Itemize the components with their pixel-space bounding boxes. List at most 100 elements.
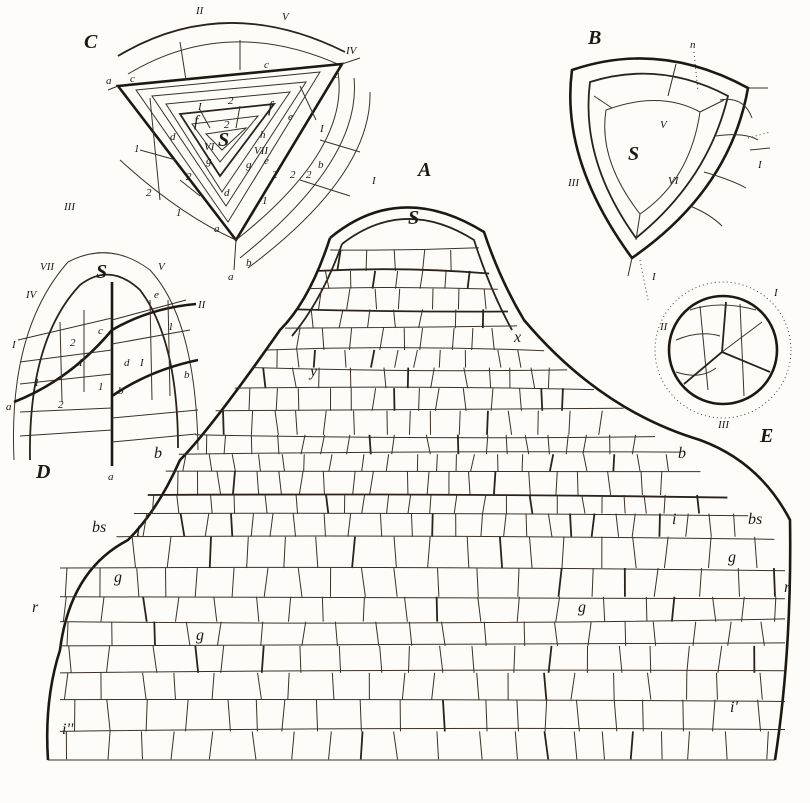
c-n6: 2 [272, 169, 278, 181]
c-i3: I [371, 175, 377, 187]
cell-wall [480, 731, 483, 759]
cell-wall [619, 646, 622, 673]
cell-wall-row [116, 536, 774, 539]
cell-wall [423, 250, 425, 271]
a-i-prime: i' [730, 699, 738, 716]
d-n6: 1 [78, 357, 84, 369]
cell-wall [458, 435, 459, 454]
c-f1: f [194, 113, 201, 130]
cell-wall [174, 673, 176, 700]
c-c1: c [130, 73, 135, 85]
cell-wall [574, 731, 577, 759]
cell-wall [282, 454, 284, 471]
cell-wall [221, 646, 224, 673]
cell-wall [602, 731, 604, 759]
d-n4: 1 [98, 381, 104, 393]
d-i2: I [139, 357, 145, 369]
cell-wall [637, 454, 640, 471]
cell-wall [154, 622, 155, 646]
figure-label-c: C [84, 31, 98, 53]
cell-wall [408, 646, 409, 673]
cell-wall [529, 471, 531, 495]
cell-wall [437, 597, 438, 622]
cell-wall-row [60, 619, 785, 623]
c-g2: g [246, 159, 252, 171]
cell-wall [153, 646, 157, 673]
a-r-right: r [784, 579, 791, 596]
cell-wall [322, 597, 323, 622]
cell-wall [484, 289, 486, 310]
cell-wall [562, 388, 563, 411]
cell-wall [716, 673, 717, 700]
c-b1: b [318, 159, 324, 171]
cell-wall [258, 673, 262, 700]
cell-wall-row [60, 728, 785, 731]
cell-wall [517, 700, 519, 732]
cell-wall [463, 388, 466, 411]
panel-c-triangular-section [108, 23, 370, 270]
cell-wall [526, 514, 527, 537]
cell-wall [210, 537, 211, 568]
cell-wall [380, 328, 384, 350]
cell-wall [214, 597, 217, 622]
cell-wall-row [296, 309, 508, 311]
cell-wall-row [235, 387, 594, 389]
cell-wall [366, 250, 367, 271]
cell-wall [664, 537, 668, 568]
a-b-right: b [678, 445, 686, 462]
cell-wall [437, 454, 438, 471]
cell-wall [347, 289, 350, 310]
cell-wall [468, 271, 470, 289]
cell-wall [437, 731, 439, 759]
d-e: e [154, 289, 159, 301]
cell-wall [583, 454, 586, 471]
cell-wall [672, 597, 674, 622]
cell-wall-row [60, 597, 785, 599]
a-b-left: b [154, 445, 162, 462]
cell-wall [632, 514, 635, 537]
cell-wall [477, 568, 478, 597]
cell-wall [300, 646, 301, 673]
cell-wall [361, 568, 365, 597]
cell-wall [439, 350, 440, 368]
cell-wall [106, 646, 109, 673]
cell-wall [518, 350, 521, 368]
cell-wall [302, 622, 306, 646]
c-n5: 2 [186, 171, 192, 183]
cell-wall [632, 435, 635, 454]
cell-wall [394, 568, 397, 597]
cell-wall [650, 646, 651, 673]
cell-wall [643, 700, 644, 732]
cell-wall [217, 622, 221, 646]
cell-wall [329, 731, 332, 759]
a-g2: g [196, 627, 204, 644]
cell-wall [554, 622, 557, 646]
cell-wall [278, 435, 279, 454]
c-vi: VI [204, 141, 216, 153]
cell-wall [661, 731, 662, 759]
cell-wall [185, 700, 188, 732]
cell-wall [270, 514, 273, 537]
b-iii: III [567, 177, 580, 189]
cell-wall [419, 388, 420, 411]
cell-wall [195, 646, 198, 673]
cell-wall [279, 471, 282, 495]
cell-wall [687, 646, 690, 673]
cell-wall [361, 731, 363, 759]
cell-wall [530, 495, 533, 513]
panel-d-longitudinal [13, 253, 198, 466]
cell-wall [409, 411, 410, 435]
cell-wall [646, 597, 647, 622]
cell-wall [641, 471, 642, 495]
cell-wall [69, 646, 71, 673]
cell-wall [386, 454, 388, 471]
cell-wall [472, 328, 473, 350]
cell-wall [316, 537, 318, 568]
cell-wall [257, 471, 259, 495]
cell-wall [304, 454, 305, 471]
cell-wall [297, 350, 299, 368]
cell-wall [107, 700, 110, 732]
cell-wall [298, 388, 299, 411]
cell-wall [195, 568, 197, 597]
